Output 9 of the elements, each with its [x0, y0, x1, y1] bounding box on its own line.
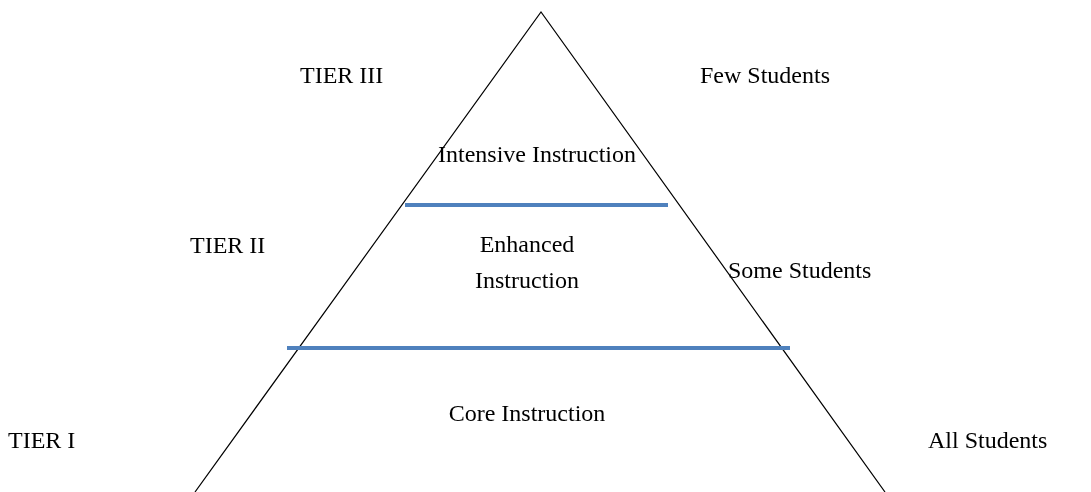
- tier-description: Intensive Instruction: [437, 136, 637, 172]
- student-group-label: Some Students: [728, 256, 872, 285]
- student-group-label: Few Students: [700, 61, 830, 90]
- student-group-label: All Students: [928, 426, 1048, 455]
- tier-name: TIER III: [300, 61, 384, 90]
- tier-name: TIER I: [8, 426, 76, 455]
- tier-name: TIER II: [190, 231, 266, 260]
- tier-description: Core Instruction: [387, 395, 667, 431]
- tier-description: Enhanced Instruction: [427, 226, 627, 298]
